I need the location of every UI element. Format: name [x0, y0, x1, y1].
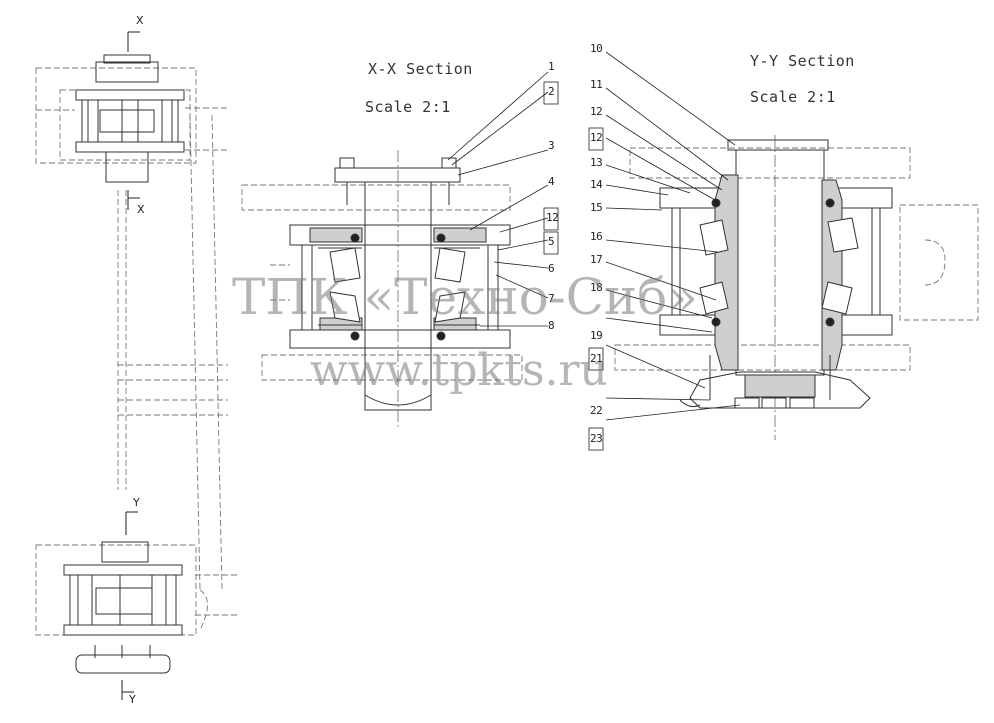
callout-xx-3: 3: [548, 139, 555, 152]
callout-yy-11: 11: [590, 78, 603, 91]
callout-xx-1: 1: [548, 60, 555, 73]
callout-yy-10: 10: [590, 42, 603, 55]
yy-section-title: Y-Y Section: [750, 52, 855, 70]
callout-yy-15: 15: [590, 201, 603, 214]
axis-label-x-bottom: X: [137, 203, 145, 216]
callout-yy-16: 16: [590, 230, 603, 243]
watermark-url: www.tpkts.ru: [310, 345, 608, 396]
yy-section-scale: Scale 2:1: [750, 88, 836, 106]
watermark-company: ТПК «Техно-Сиб»: [232, 268, 698, 326]
callout-yy-14: 14: [590, 178, 603, 191]
axis-label-x-top: X: [136, 14, 144, 27]
axis-label-y-top: Y: [133, 496, 140, 509]
callout-yy-13: 13: [590, 156, 603, 169]
callout-yy-23: 23: [590, 432, 603, 445]
callout-yy-18: 18: [590, 281, 603, 294]
callout-yy-17: 17: [590, 253, 603, 266]
xx-section-drawing: [241, 71, 559, 430]
axis-label-y-bottom: Y: [129, 693, 136, 706]
left-elevation-view: [35, 31, 240, 700]
callout-xx-7: 7: [548, 292, 555, 305]
callout-xx-4: 4: [548, 175, 555, 188]
callout-yy-12a: 12: [590, 105, 603, 118]
xx-section-title: X-X Section: [368, 60, 473, 78]
callout-yy-19: 19: [590, 329, 603, 342]
callout-xx-6: 6: [548, 262, 555, 275]
callout-xx-8: 8: [548, 319, 555, 332]
callout-yy-21: 21: [590, 352, 603, 365]
yy-section-drawing: [588, 51, 979, 451]
callout-xx-12: 12: [546, 211, 559, 224]
callout-xx-5: 5: [548, 235, 555, 248]
callout-yy-22: 22: [590, 404, 603, 417]
xx-section-scale: Scale 2:1: [365, 98, 451, 116]
callout-yy-12b: 12: [590, 131, 603, 144]
callout-xx-2: 2: [548, 85, 555, 98]
